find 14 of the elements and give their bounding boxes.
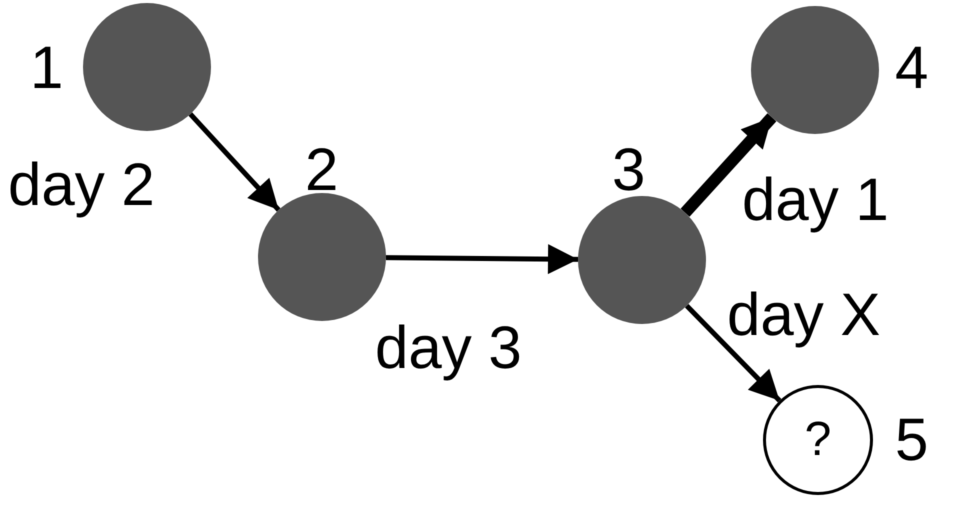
node-number: 5: [895, 410, 928, 470]
arrow: [386, 244, 578, 274]
node-number: 4: [895, 38, 928, 98]
edge-label: day X: [727, 285, 880, 345]
node-number: 3: [612, 140, 646, 200]
arrow: [680, 113, 776, 217]
node-number: 2: [305, 140, 338, 200]
edge-label: day 3: [375, 318, 522, 378]
arrow: [188, 112, 280, 212]
node-number: 1: [30, 38, 64, 98]
edge-label: day 1: [742, 170, 889, 230]
arrow: [684, 304, 782, 402]
node-text: ?: [804, 416, 832, 464]
edge-label: day 2: [8, 155, 155, 215]
